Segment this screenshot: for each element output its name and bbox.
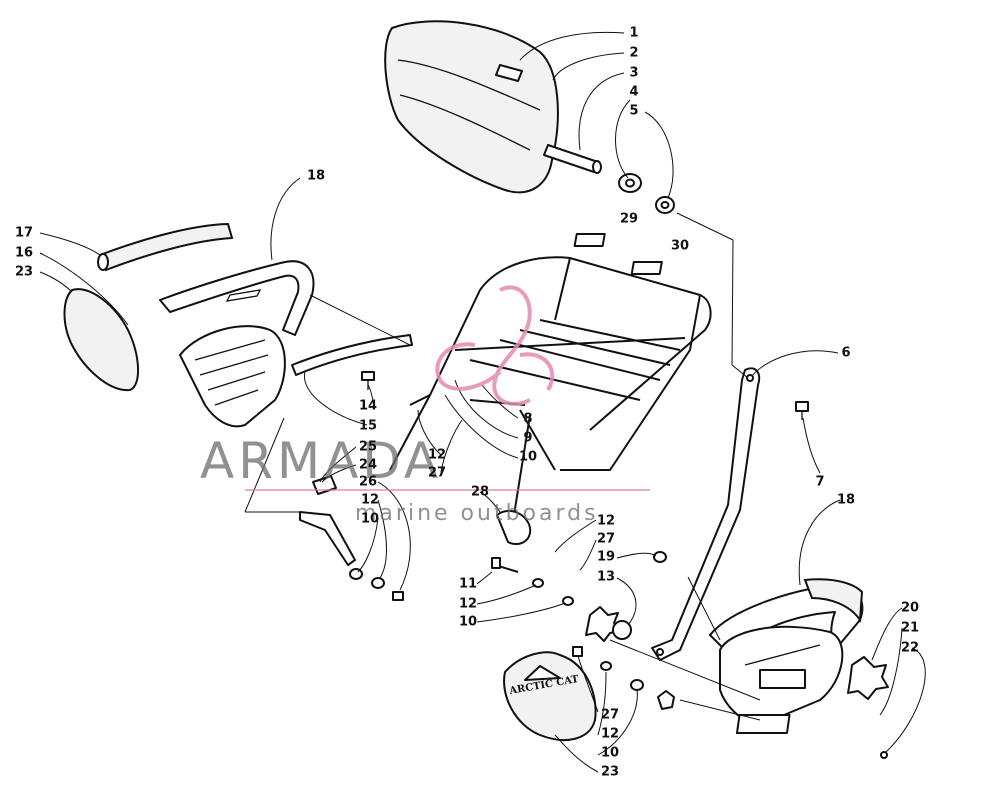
knob-small xyxy=(657,690,675,710)
callout-label: 26 xyxy=(359,475,377,490)
callout-label: 12 xyxy=(597,514,615,529)
callout-label: 22 xyxy=(901,641,919,656)
bolt-11 xyxy=(491,557,519,573)
watermark: ARMADA marine outboards xyxy=(200,285,650,526)
decal-30 xyxy=(630,261,663,275)
callout-label: 14 xyxy=(359,399,377,414)
decal-29 xyxy=(573,233,606,247)
callout-label: 15 xyxy=(359,419,377,434)
mount-plate xyxy=(299,511,356,566)
callout-label: 6 xyxy=(841,346,850,361)
callout-label: 4 xyxy=(629,85,638,100)
callout-label: 23 xyxy=(15,265,33,280)
callout-label: 27 xyxy=(428,466,446,481)
washer-12b xyxy=(600,661,612,671)
watermark-logo-icon xyxy=(435,285,555,406)
callout-label: 12 xyxy=(459,597,477,612)
callout-label: 9 xyxy=(523,431,532,446)
watermark-title: ARMADA xyxy=(200,432,442,490)
cargo-rack xyxy=(389,256,712,541)
knob-20 xyxy=(847,656,889,700)
screw-left xyxy=(392,591,404,601)
callout-label: 13 xyxy=(597,570,615,585)
callout-labels: 1 2 3 4 5 6 7 8 9 10 10 10 10 11 12 12 1… xyxy=(15,26,919,780)
alignment-lines xyxy=(244,212,761,721)
foam-grip xyxy=(97,222,234,272)
callout-label: 10 xyxy=(459,615,477,630)
left-mount-bracket xyxy=(179,325,286,428)
callout-label: 2 xyxy=(629,46,638,61)
side-cover-left xyxy=(63,288,140,392)
upright-bar xyxy=(651,367,761,661)
watermark-subtitle: marine outboards xyxy=(355,501,599,526)
leader-lines xyxy=(39,31,926,773)
pivot-plate xyxy=(496,509,532,546)
callout-label: 30 xyxy=(671,239,689,254)
callout-label: 12 xyxy=(428,448,446,463)
callout-label: 17 xyxy=(15,226,33,241)
callout-label: 8 xyxy=(523,412,532,427)
callout-label: 27 xyxy=(597,532,615,547)
callout-label: 12 xyxy=(601,727,619,742)
backrest-shaft xyxy=(543,144,602,174)
callout-label: 19 xyxy=(597,550,615,565)
callout-label: 7 xyxy=(815,475,824,490)
bushing-13 xyxy=(612,620,632,640)
callout-label: 5 xyxy=(629,104,638,119)
screw-14 xyxy=(361,371,375,390)
callout-label: 10 xyxy=(519,450,537,465)
washer-10b xyxy=(630,679,644,691)
reflector-21 xyxy=(735,714,791,734)
side-pad-right: ARCTIC CAT xyxy=(503,651,597,741)
spacer xyxy=(655,196,675,214)
retainer-strap xyxy=(291,334,413,376)
washer-10 xyxy=(562,596,574,606)
callout-label: 10 xyxy=(601,746,619,761)
callout-label: 25 xyxy=(359,440,377,455)
right-mount-bracket xyxy=(719,625,844,726)
washer-left-2 xyxy=(371,577,385,589)
screw-27 xyxy=(572,646,583,657)
callout-label: 23 xyxy=(601,765,619,780)
callout-label: 3 xyxy=(629,66,638,81)
rivet-22 xyxy=(880,751,888,759)
bushing xyxy=(618,173,642,193)
callout-label: 29 xyxy=(620,212,638,227)
nut-19 xyxy=(653,551,667,563)
callout-label: 27 xyxy=(601,708,619,723)
bolt-7 xyxy=(795,401,809,420)
backrest-pad xyxy=(384,20,559,194)
callout-label: 12 xyxy=(361,493,379,508)
callout-label: 11 xyxy=(459,577,477,592)
callout-label: 16 xyxy=(15,246,33,261)
callout-label: 21 xyxy=(901,621,919,636)
callout-label: 18 xyxy=(307,169,325,184)
callout-label: 1 xyxy=(629,26,638,41)
callout-label: 24 xyxy=(359,458,377,473)
callout-label: 28 xyxy=(471,485,489,500)
callout-label: 20 xyxy=(901,601,919,616)
washer-left-1 xyxy=(349,568,363,580)
callout-label: 18 xyxy=(837,493,855,508)
grab-handle-left xyxy=(159,260,315,336)
callout-label: 10 xyxy=(361,512,379,527)
